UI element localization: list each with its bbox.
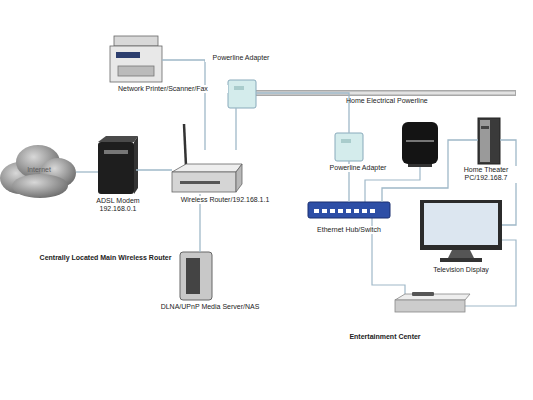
device-label: Wireless Router/192.168.1.1 (180, 196, 270, 204)
switch-port (330, 209, 335, 213)
internet-cloud (0, 145, 76, 198)
network-cable (136, 169, 172, 170)
nas-front (186, 258, 200, 294)
adapter-icon (335, 133, 363, 161)
network-cable (256, 93, 349, 133)
adapter-body (335, 133, 363, 161)
modem-side (134, 136, 138, 194)
nas-body (180, 252, 212, 300)
switch-port (346, 209, 351, 213)
tv-icon (420, 200, 502, 262)
cloud-node: Internet (0, 145, 76, 199)
console-icon (402, 122, 438, 167)
console-stripe (406, 140, 434, 142)
adapter-detail (341, 139, 351, 143)
router-side (236, 164, 242, 192)
caption-label: Centrally Located Main Wireless Router (38, 254, 173, 262)
switch-node: Ethernet Hub/Switch (308, 202, 390, 218)
tv-screen (424, 203, 498, 245)
tv-base (440, 258, 482, 262)
switch-port (354, 209, 359, 213)
modem-icon (98, 136, 138, 194)
nas-icon (180, 252, 212, 300)
powerline-label: Home Electrical Powerline (346, 97, 456, 105)
pc-drive (481, 126, 489, 129)
router-icon (172, 124, 242, 192)
pc-front (480, 120, 490, 162)
modem-top (98, 136, 138, 142)
pc-tower (478, 118, 500, 164)
tv-frame (420, 200, 502, 250)
tv-node: Television Display (420, 200, 502, 250)
router-front (172, 172, 236, 192)
device-label: Home Theater PC/192.168.7 (450, 166, 522, 183)
pc-icon (478, 118, 500, 164)
console-stand (408, 164, 432, 167)
device-label: Television Display (418, 266, 504, 274)
switch-icon (308, 202, 390, 218)
printer-tray (118, 66, 154, 76)
device-label: Ethernet Hub/Switch (302, 226, 396, 234)
settop-front (395, 300, 465, 312)
remote-control (412, 292, 434, 296)
printer-body (110, 46, 162, 82)
switch-port (370, 209, 375, 213)
tv-stand (448, 250, 474, 258)
device-label: Internet (14, 166, 64, 174)
modem-node: ADSL Modem 192.168.0.1 (98, 136, 136, 194)
device-label: Network Printer/Scanner/Fax (118, 85, 228, 93)
printer-scanner (114, 36, 158, 46)
nas-node: DLNA/UPnP Media Server/NAS (180, 252, 212, 300)
pc-node: Home Theater PC/192.168.7 (478, 118, 500, 164)
printer-icon (110, 36, 162, 82)
device-label: Powerline Adapter (205, 54, 277, 62)
caption-label: Entertainment Center (330, 333, 440, 341)
adapter-detail (234, 86, 244, 90)
console-body (402, 122, 438, 164)
network-cable (235, 108, 236, 150)
switch-body (308, 202, 390, 218)
switch-port (314, 209, 319, 213)
adapter-node: Powerline Adapter (335, 133, 363, 161)
modem-body (98, 142, 134, 194)
device-label: ADSL Modem 192.168.0.1 (92, 197, 144, 214)
router-antenna (184, 124, 186, 166)
printer-node: Network Printer/Scanner/Fax (110, 36, 162, 82)
router-top (172, 164, 242, 172)
device-label: DLNA/UPnP Media Server/NAS (150, 303, 270, 311)
printer-panel (116, 52, 140, 58)
router-node: Wireless Router/192.168.1.1 (172, 150, 242, 194)
router-leds (180, 181, 220, 184)
switch-port (338, 209, 343, 213)
settop-icon (395, 292, 470, 312)
network-cable (76, 171, 98, 172)
network-cable (162, 60, 205, 150)
modem-stripe (104, 150, 128, 154)
switch-port (322, 209, 327, 213)
cloud-puff (12, 174, 68, 198)
switch-port (362, 209, 367, 213)
device-label: Powerline Adapter (318, 164, 398, 172)
adapter-icon (228, 80, 256, 108)
adapter-body (228, 80, 256, 108)
adapter-node: Powerline Adapter (228, 80, 256, 108)
